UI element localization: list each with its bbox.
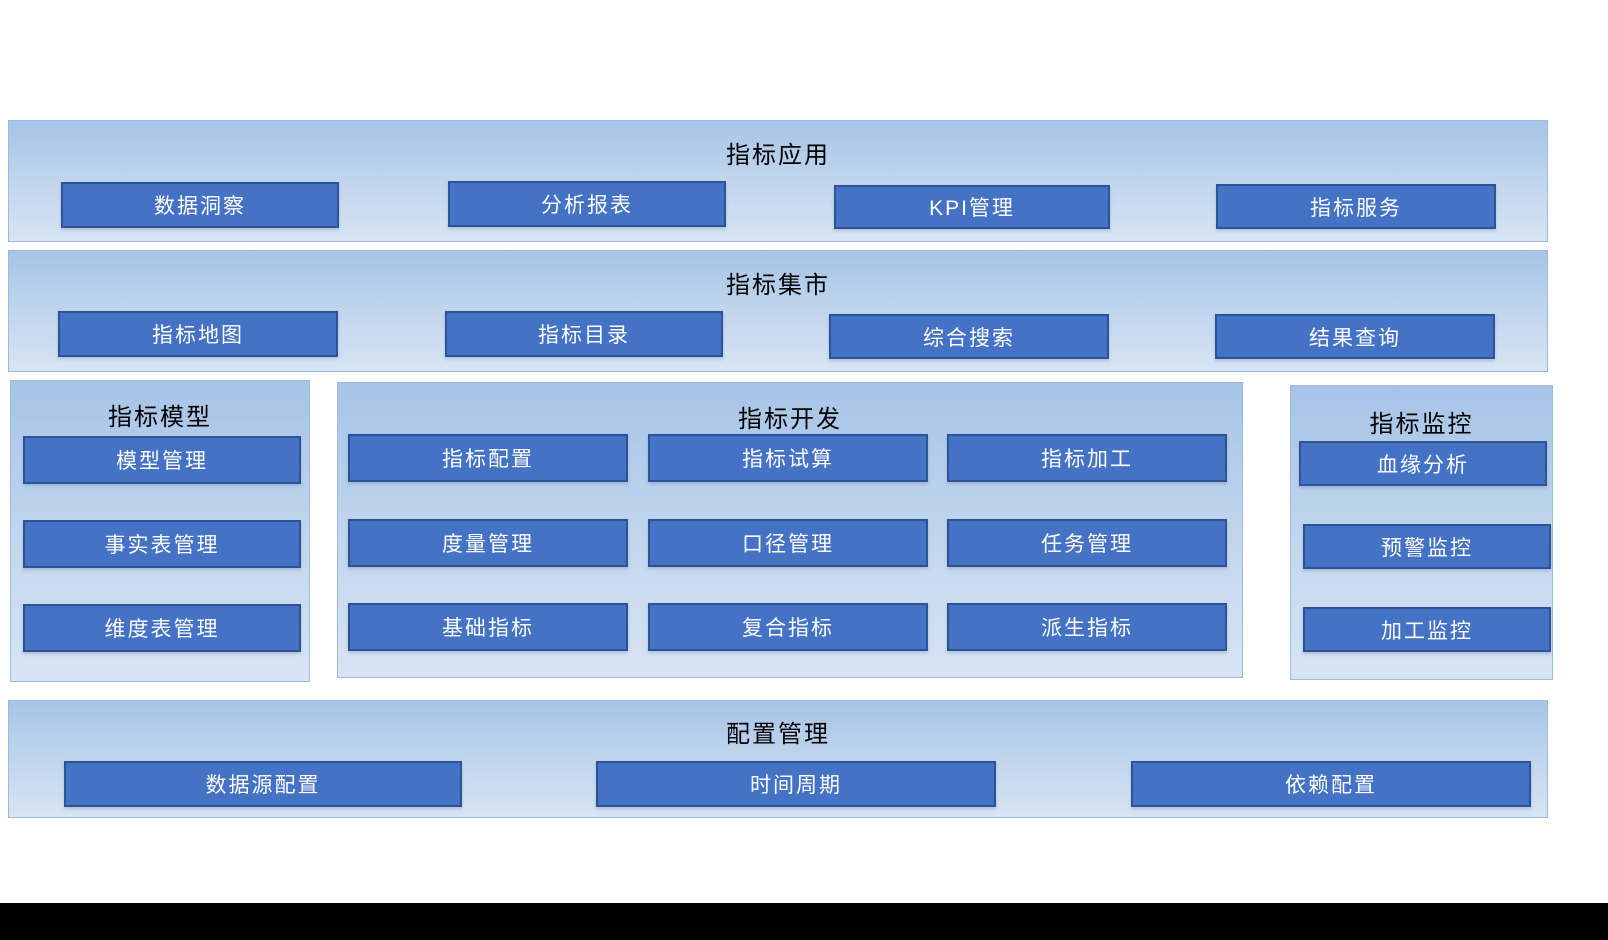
kpi-management-box: KPI管理 bbox=[834, 185, 1110, 229]
panel-indicator-model: 指标模型 模型管理 事实表管理 维度表管理 bbox=[10, 380, 310, 682]
composite-indicator-box: 复合指标 bbox=[648, 603, 928, 651]
result-query-box: 结果查询 bbox=[1215, 314, 1495, 359]
task-management-box: 任务管理 bbox=[947, 519, 1227, 567]
panel-indicator-market: 指标集市 指标地图 指标目录 综合搜索 结果查询 bbox=[8, 250, 1548, 372]
indicator-processing-box: 指标加工 bbox=[947, 434, 1227, 482]
measure-management-box: 度量管理 bbox=[348, 519, 628, 567]
panel-indicator-monitoring: 指标监控 血缘分析 预警监控 加工监控 bbox=[1290, 385, 1553, 680]
section-title-configuration-management: 配置管理 bbox=[726, 721, 830, 748]
caliber-management-box: 口径管理 bbox=[648, 519, 928, 567]
derived-indicator-box: 派生指标 bbox=[947, 603, 1227, 651]
indicator-trial-calc-box: 指标试算 bbox=[648, 434, 928, 482]
basic-indicator-box: 基础指标 bbox=[348, 603, 628, 651]
lineage-analysis-box: 血缘分析 bbox=[1299, 441, 1547, 486]
section-title-indicator-model: 指标模型 bbox=[108, 404, 212, 431]
indicator-map-box: 指标地图 bbox=[58, 311, 338, 357]
data-insight-box: 数据洞察 bbox=[61, 182, 339, 228]
panel-indicator-application: 指标应用 数据洞察 分析报表 KPI管理 指标服务 bbox=[8, 120, 1548, 242]
dependency-config-box: 依赖配置 bbox=[1131, 761, 1531, 807]
comprehensive-search-box: 综合搜索 bbox=[829, 314, 1109, 359]
panel-configuration-management: 配置管理 数据源配置 时间周期 依赖配置 bbox=[8, 700, 1548, 818]
indicator-catalog-box: 指标目录 bbox=[445, 311, 723, 357]
letterbox-bottom-bar bbox=[0, 903, 1608, 940]
analysis-report-box: 分析报表 bbox=[448, 181, 726, 227]
section-title-indicator-market: 指标集市 bbox=[726, 272, 830, 299]
section-title-indicator-monitoring: 指标监控 bbox=[1369, 411, 1474, 438]
section-title-indicator-application: 指标应用 bbox=[726, 142, 830, 169]
alert-monitoring-box: 预警监控 bbox=[1303, 524, 1551, 569]
fact-table-management-box: 事实表管理 bbox=[23, 520, 301, 568]
indicator-config-box: 指标配置 bbox=[348, 434, 628, 482]
dimension-table-management-box: 维度表管理 bbox=[23, 604, 301, 652]
section-title-indicator-development: 指标开发 bbox=[738, 406, 842, 433]
time-period-box: 时间周期 bbox=[596, 761, 996, 807]
processing-monitoring-box: 加工监控 bbox=[1303, 607, 1551, 652]
panel-indicator-development: 指标开发 指标配置 指标试算 指标加工 度量管理 口径管理 任务管理 基础指标 … bbox=[337, 382, 1243, 678]
indicator-service-box: 指标服务 bbox=[1216, 184, 1496, 229]
model-management-box: 模型管理 bbox=[23, 436, 301, 484]
datasource-config-box: 数据源配置 bbox=[64, 761, 462, 807]
